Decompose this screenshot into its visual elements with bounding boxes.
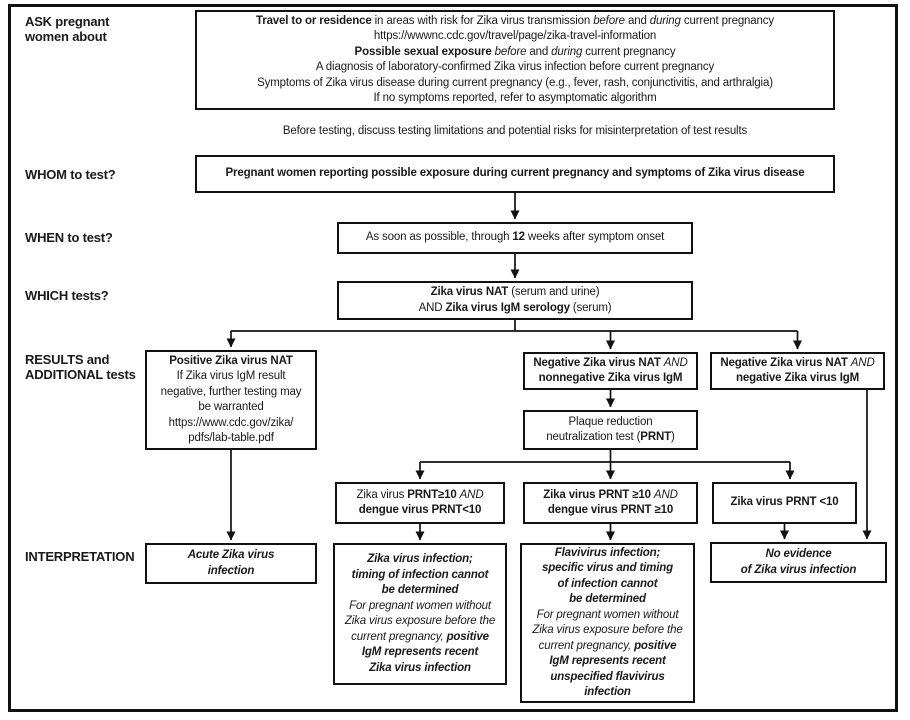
stage-label-which: WHICH tests? — [25, 288, 109, 303]
prnt-zika-neg-box: Zika virus PRNT <10 — [712, 482, 857, 524]
which-tests-box: Zika virus NAT (serum and urine)AND Zika… — [337, 281, 693, 320]
interpretation-flavivirus-infection-box: Flavivirus infection;specific virus and … — [520, 543, 695, 703]
pretest-counseling-note: Before testing, discuss testing limitati… — [282, 125, 748, 137]
interpretation-zika-infection-box: Zika virus infection;timing of infection… — [333, 543, 507, 685]
figure-border — [8, 4, 898, 712]
stage-label-interpretation: INTERPRETATION — [25, 549, 135, 564]
whom-to-test-box: Pregnant women reporting possible exposu… — [195, 155, 835, 193]
when-to-test-box: As soon as possible, through 12 weeks af… — [337, 222, 693, 254]
stage-label-when: WHEN to test? — [25, 230, 113, 245]
ask-exposure-box: Travel to or residence in areas with ris… — [195, 10, 835, 110]
stage-label-whom: WHOM to test? — [25, 167, 116, 182]
